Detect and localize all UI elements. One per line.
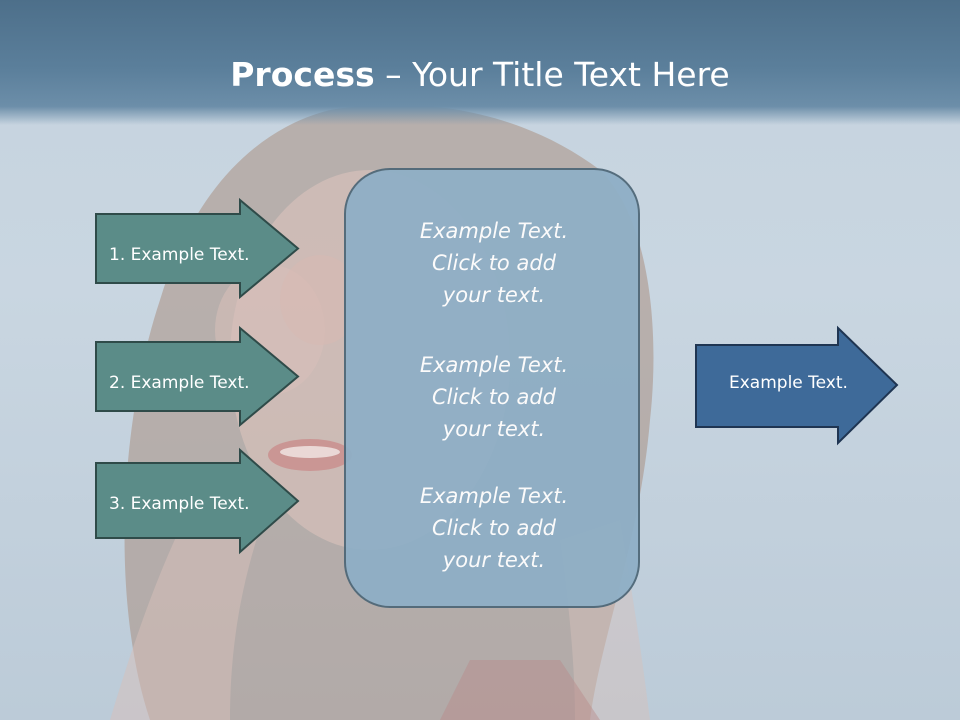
title-bar: [0, 0, 960, 125]
process-arrow-3[interactable]: 3. Example Text.: [95, 447, 300, 555]
arrow-label: 3. Example Text.: [109, 494, 250, 514]
text-block-3: Example Text. Click to add your text.: [346, 480, 642, 576]
result-arrow[interactable]: Example Text.: [695, 325, 900, 446]
title-rest: – Your Title Text Here: [374, 55, 730, 94]
block-line: your text.: [442, 417, 546, 441]
process-arrow-1[interactable]: 1. Example Text.: [95, 197, 300, 300]
text-block-1: Example Text. Click to add your text.: [346, 215, 642, 311]
block-line: Click to add: [431, 251, 556, 275]
block-line: Example Text.: [419, 219, 569, 243]
arrow-shape: [695, 325, 899, 446]
center-text-box[interactable]: Example Text. Click to add your text. Ex…: [344, 168, 640, 608]
title-bold: Process: [230, 55, 375, 94]
block-line: your text.: [442, 548, 546, 572]
arrow-shape: [95, 325, 300, 428]
arrow-label: 1. Example Text.: [109, 245, 250, 265]
block-line: Click to add: [431, 516, 556, 540]
block-line: your text.: [442, 283, 546, 307]
arrow-label: Example Text.: [729, 373, 848, 393]
arrow-shape: [95, 447, 300, 555]
block-line: Click to add: [431, 385, 556, 409]
slide-title[interactable]: Process – Your Title Text Here: [0, 55, 960, 95]
block-line: Example Text.: [419, 353, 569, 377]
arrow-label: 2. Example Text.: [109, 373, 250, 393]
text-block-2: Example Text. Click to add your text.: [346, 349, 642, 445]
block-line: Example Text.: [419, 484, 569, 508]
arrow-shape: [95, 197, 300, 300]
process-arrow-2[interactable]: 2. Example Text.: [95, 325, 300, 428]
